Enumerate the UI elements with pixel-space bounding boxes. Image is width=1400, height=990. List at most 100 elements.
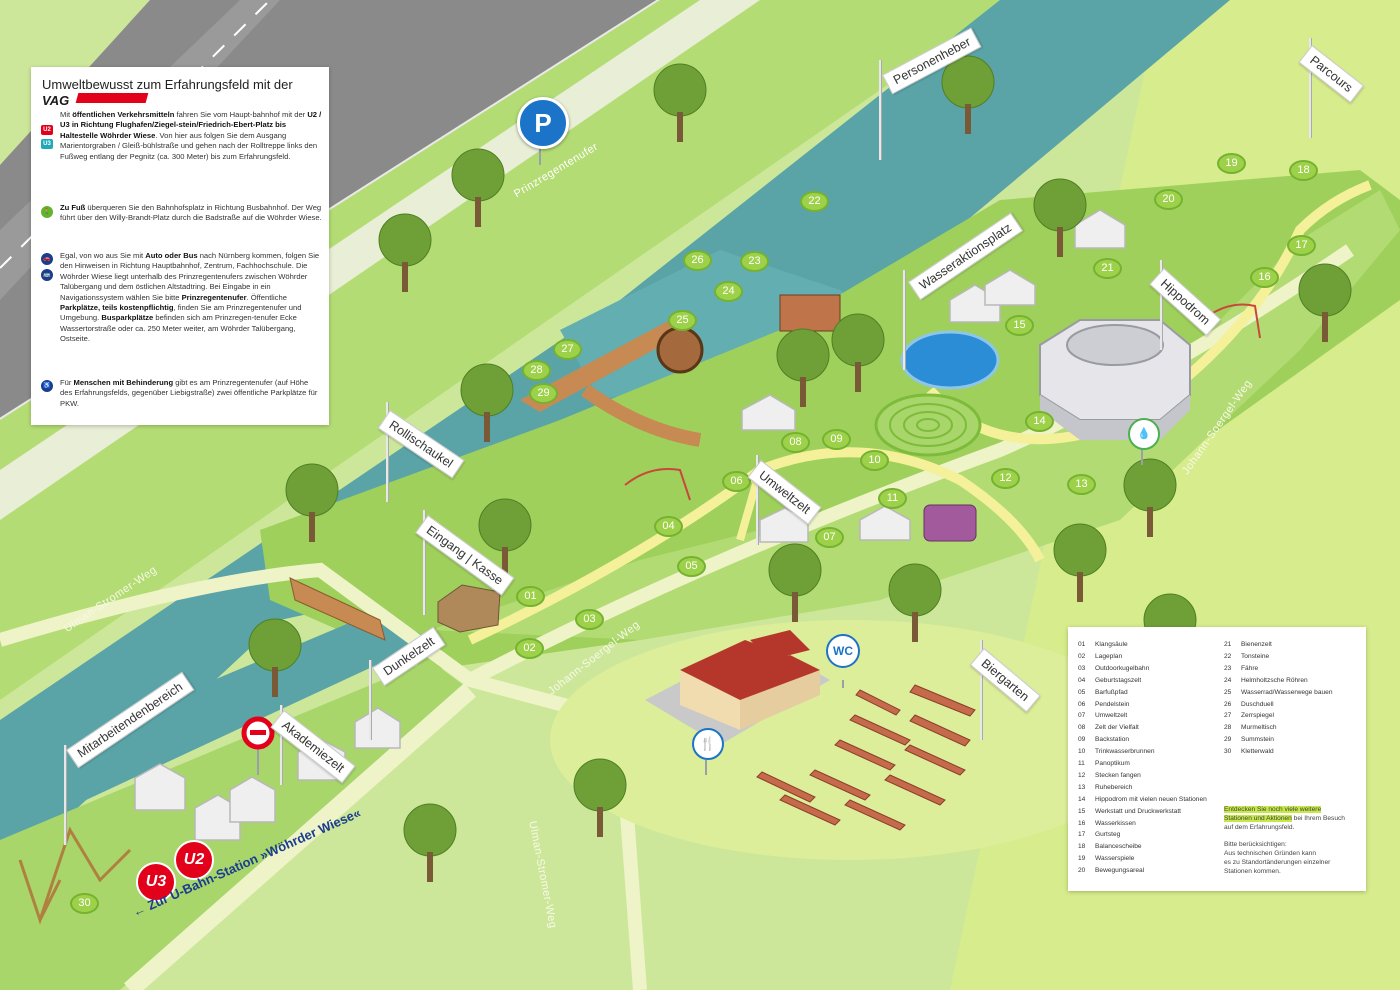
legend-item-label: Barfußpfad: [1095, 688, 1128, 696]
station-marker-06: 06: [722, 471, 751, 492]
legend-item-26: 26 Duschduell: [1224, 701, 1274, 708]
station-marker-30: 30: [70, 893, 99, 914]
legend-item-number: 18: [1078, 843, 1086, 851]
legend-item-number: 26: [1224, 700, 1232, 708]
station-marker-20: 20: [1154, 189, 1183, 210]
legend-item-18: 18 Balancescheibe: [1078, 843, 1142, 850]
legend-item-label: Kletterwald: [1241, 748, 1274, 756]
station-marker-29: 29: [529, 383, 558, 404]
flag-pole: [1309, 38, 1312, 138]
legend-item-label: Duschduell: [1241, 700, 1274, 708]
legend-item-number: 21: [1224, 641, 1232, 648]
legend-item-label: Wasserrad/Wasserwege bauen: [1241, 688, 1333, 696]
flag-pole: [64, 745, 67, 845]
legend-item-number: 29: [1224, 736, 1232, 744]
u2-icon: U2: [41, 125, 53, 135]
legend-item-number: 02: [1078, 652, 1086, 660]
ubahn-path: [124, 683, 476, 990]
legend-item-number: 04: [1078, 676, 1086, 684]
restaurant-building: [645, 630, 830, 745]
para-car-bus: Egal, von wo aus Sie mit Auto oder Bus n…: [60, 251, 320, 344]
station-marker-10: 10: [860, 450, 889, 471]
para-disabled: Für Menschen mit Behinderung gibt es am …: [60, 378, 318, 408]
legend-item-label: Pendelstein: [1095, 700, 1130, 708]
legend-item-label: Zerrspiegel: [1241, 712, 1274, 720]
bus-icon: 🚌: [41, 269, 53, 281]
station-marker-11: 11: [878, 488, 907, 509]
legend-item-number: 23: [1224, 664, 1232, 672]
restaurant-icon: 🍴: [692, 728, 724, 760]
legend-item-number: 16: [1078, 819, 1086, 827]
flag-pole: [1160, 260, 1163, 350]
johann-soergel-weg: [466, 244, 1354, 687]
legend-item-27: 27 Zerrspiegel: [1224, 712, 1274, 719]
legend-item-label: Stecken fangen: [1095, 771, 1141, 779]
info-title: Umweltbewusst zum Erfahrungsfeld mit der: [42, 77, 293, 92]
flag-pole: [280, 705, 283, 785]
legend-item-label: Gurtsteg: [1095, 831, 1121, 839]
legend-item-number: 07: [1078, 712, 1086, 720]
u3-badge: U3: [136, 862, 176, 902]
station-marker-16: 16: [1250, 267, 1279, 288]
legend-item-number: 27: [1224, 712, 1232, 720]
legend-item-label: Bewegungsareal: [1095, 867, 1145, 875]
legend-item-14: 14 Hippodrom mit vielen neuen Stationen: [1078, 796, 1207, 803]
legend-item-number: 09: [1078, 736, 1086, 744]
station-marker-15: 15: [1005, 315, 1034, 336]
legend-item-number: 12: [1078, 771, 1086, 779]
station-marker-09: 09: [822, 429, 851, 450]
station-marker-12: 12: [991, 468, 1020, 489]
vag-logo-bar: [75, 93, 149, 103]
info-panel: Umweltbewusst zum Erfahrungsfeld mit der…: [31, 67, 329, 425]
legend-item-label: Zelt der Vielfalt: [1095, 724, 1139, 732]
path-yellow-1: [467, 447, 1045, 645]
station-marker-03: 03: [575, 609, 604, 630]
parking-sign: P: [517, 97, 569, 149]
legend-item-number: 13: [1078, 783, 1086, 791]
station-marker-24: 24: [714, 281, 743, 302]
pond: [900, 330, 1000, 390]
u3-icon: U3: [41, 139, 53, 149]
station-marker-25: 25: [668, 310, 697, 331]
station-marker-21: 21: [1093, 258, 1122, 279]
station-marker-04: 04: [654, 516, 683, 537]
station-marker-28: 28: [522, 360, 551, 381]
water-wheel: [656, 326, 704, 374]
station-marker-08: 08: [781, 432, 810, 453]
legend-item-label: Hippodrom mit vielen neuen Stationen: [1095, 795, 1207, 803]
legend-item-label: Wasserkissen: [1095, 819, 1136, 827]
vag-logo: VAG: [42, 93, 70, 108]
circus-wagon: [923, 504, 977, 542]
legend-item-number: 11: [1078, 760, 1085, 767]
meadow: [260, 170, 1400, 670]
legend-item-label: Helmholtzsche Röhren: [1241, 676, 1308, 684]
station-marker-23: 23: [740, 251, 769, 272]
legend-item-label: Murmeltisch: [1241, 724, 1277, 732]
upper-embankment: [0, 0, 1010, 700]
legend-item-number: 01: [1078, 641, 1086, 648]
wheelchair-icon: ♿: [41, 380, 53, 392]
legend-item-16: 16 Wasserkissen: [1078, 820, 1136, 827]
legend-item-label: Fähre: [1241, 664, 1259, 672]
legend-item-label: Ruhebereich: [1095, 783, 1133, 791]
station-marker-02: 02: [515, 638, 544, 659]
u2-badge: U2: [174, 840, 214, 880]
legend-item-label: Wasserspiele: [1095, 855, 1135, 863]
flag-pole: [980, 640, 983, 740]
legend-note-changes: Bitte berücksichtigen:Aus technischen Gr…: [1224, 841, 1331, 875]
station-marker-22: 22: [800, 191, 829, 212]
legend-item-number: 14: [1078, 795, 1086, 803]
climbing-forest: [18, 826, 132, 925]
ulman-stromer-weg: [0, 562, 647, 990]
legend-item-label: Balancescheibe: [1095, 843, 1142, 851]
